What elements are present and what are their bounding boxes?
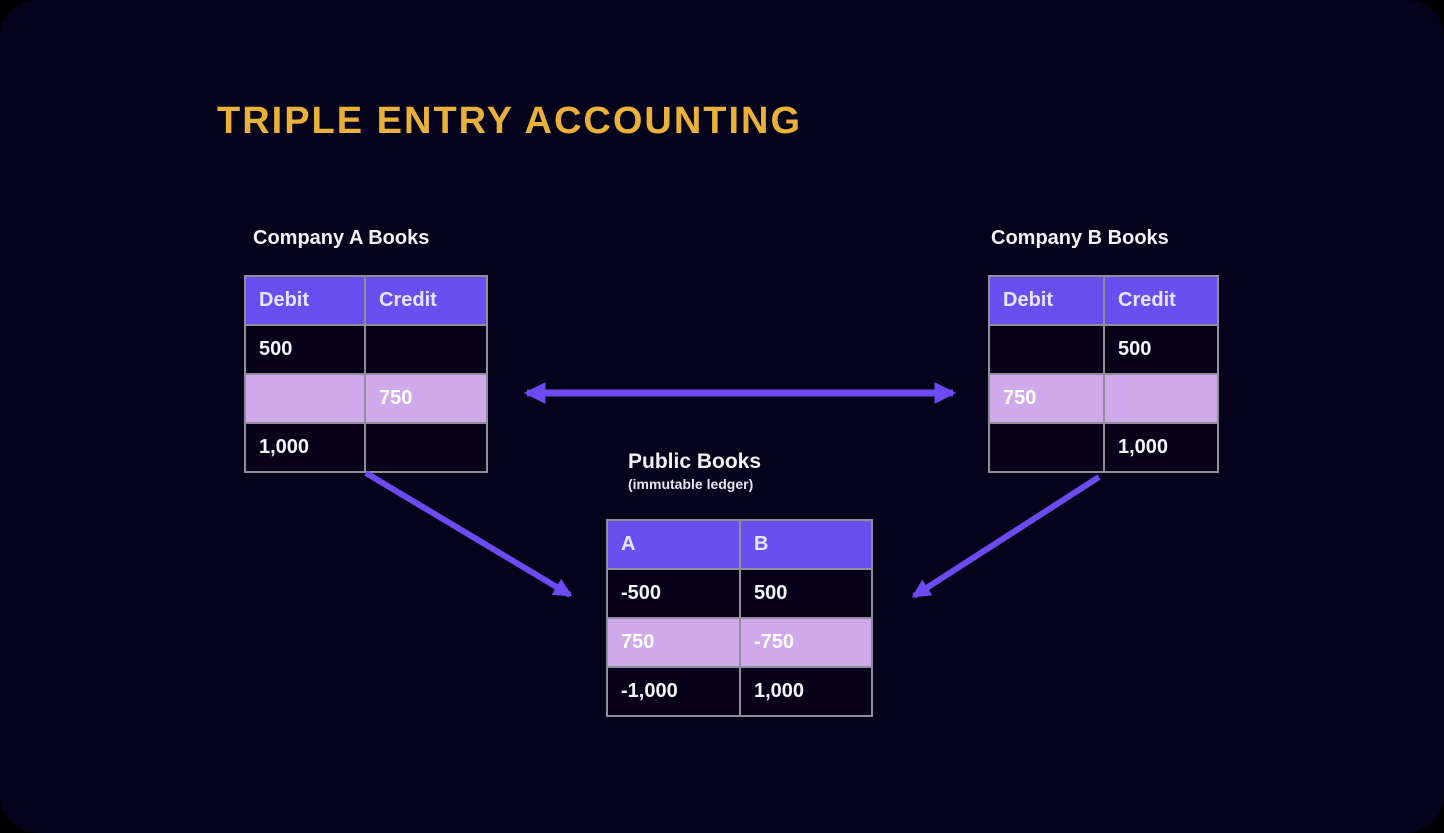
company-b-table: Debit Credit 500 750 1,000 [988,275,1219,473]
column-header: Credit [1103,275,1219,326]
table-cell: 750 [606,617,741,668]
company-a-title: Company A Books [253,227,430,249]
table-row: -500 500 [606,568,873,619]
table-cell: 500 [244,324,366,375]
column-header: B [739,519,873,570]
table-cell: 1,000 [739,666,873,717]
table-cell: -1,000 [606,666,741,717]
table-cell [364,422,488,473]
table-cell: -750 [739,617,873,668]
table-header-row: Debit Credit [244,275,488,326]
slide-title: TRIPLE ENTRY ACCOUNTING [217,100,803,142]
table-row: -1,000 1,000 [606,666,873,717]
column-header: Credit [364,275,488,326]
public-books-table: A B -500 500 750 -750 -1,000 1,000 [606,519,873,717]
table-cell: 1,000 [1103,422,1219,473]
public-books-subtitle: (immutable ledger) [628,476,754,492]
table-row-highlighted: 750 [988,373,1219,424]
company-a-table: Debit Credit 500 750 1,000 [244,275,488,473]
table-row: 1,000 [244,422,488,473]
table-cell [1103,373,1219,424]
table-cell: 1,000 [244,422,366,473]
table-cell: 500 [1103,324,1219,375]
column-header: A [606,519,741,570]
company-b-title: Company B Books [991,227,1169,249]
table-row: 500 [988,324,1219,375]
column-header: Debit [988,275,1105,326]
public-books-title: Public Books [628,450,762,473]
table-row-highlighted: 750 -750 [606,617,873,668]
table-cell: 750 [364,373,488,424]
table-row: 500 [244,324,488,375]
column-header: Debit [244,275,366,326]
table-header-row: A B [606,519,873,570]
table-cell [364,324,488,375]
table-cell: -500 [606,568,741,619]
table-cell [244,373,366,424]
table-row-highlighted: 750 [244,373,488,424]
table-cell [988,422,1105,473]
table-cell: 750 [988,373,1105,424]
table-cell: 500 [739,568,873,619]
table-row: 1,000 [988,422,1219,473]
table-header-row: Debit Credit [988,275,1219,326]
table-cell [988,324,1105,375]
